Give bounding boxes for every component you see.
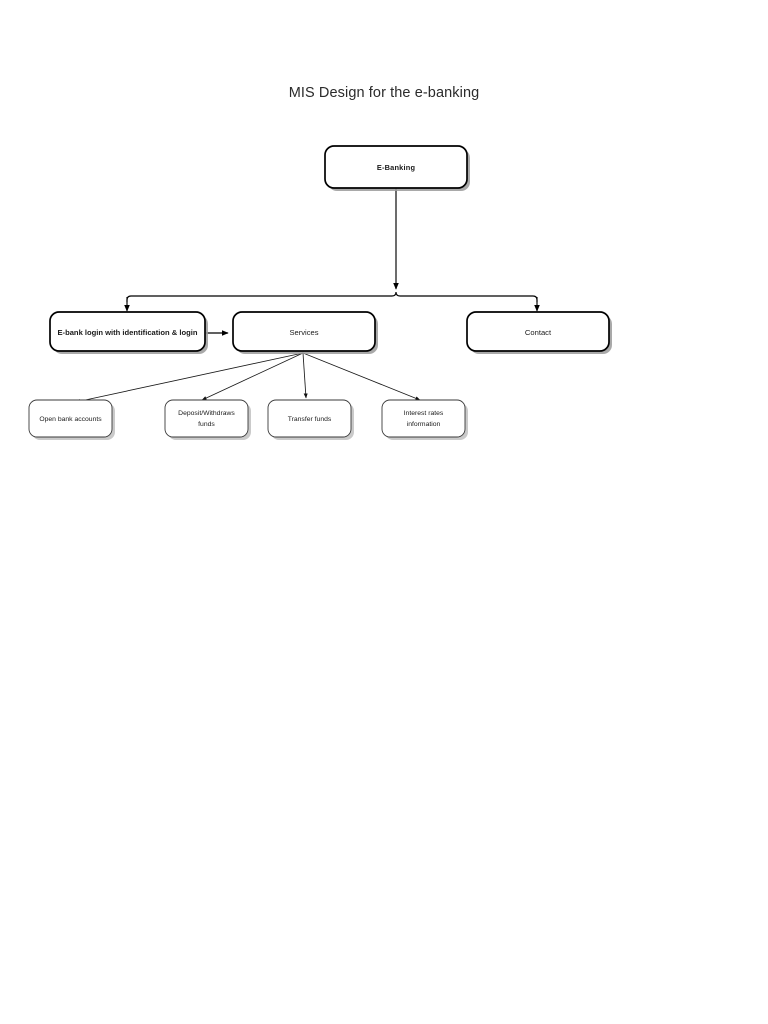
node-box — [381, 399, 466, 438]
node-e-banking[interactable]: E-Banking — [324, 145, 470, 191]
node-label-services: Services — [289, 328, 318, 337]
connector-services-to-open-accounts — [75, 352, 304, 404]
node-box — [324, 145, 468, 189]
connector-services-to-transfer — [302, 352, 308, 399]
node-label-e-banking: E-Banking — [377, 163, 416, 172]
node-services[interactable]: Services — [232, 311, 378, 354]
node-box — [267, 399, 352, 438]
node-box — [164, 399, 249, 438]
node-interest-rates[interactable]: Interest rates information — [381, 399, 468, 440]
page-title: MIS Design for the e-banking — [288, 85, 480, 101]
node-label-interest-rates-line2: information — [407, 421, 441, 428]
node-label-transfer: Transfer funds — [288, 416, 332, 423]
node-open-accounts[interactable]: Open bank accounts — [28, 399, 115, 440]
connector-group-services-to-level3 — [75, 352, 421, 404]
connector-services-to-interest-rates — [302, 352, 421, 401]
node-label-deposit-withdraw-line2: funds — [198, 421, 215, 428]
node-label-contact: Contact — [525, 328, 552, 337]
connector-bus-line — [126, 291, 538, 302]
node-label-deposit-withdraw-line1: Deposit/Withdraws — [178, 410, 235, 417]
node-box — [232, 311, 376, 352]
connector-group-level1-to-level2 — [124, 188, 540, 312]
node-label-login: E-bank login with identification & login — [57, 328, 197, 337]
node-label-interest-rates-line1: Interest rates — [404, 410, 444, 417]
node-box — [466, 311, 610, 352]
node-box — [28, 399, 113, 438]
node-box — [49, 311, 206, 352]
node-transfer[interactable]: Transfer funds — [267, 399, 354, 440]
node-label-open-accounts: Open bank accounts — [39, 416, 102, 423]
node-login[interactable]: E-bank login with identification & login — [49, 311, 208, 354]
connector-services-to-deposit-withdraw — [201, 352, 304, 401]
node-deposit-withdraw[interactable]: Deposit/Withdraws funds — [164, 399, 251, 440]
node-contact[interactable]: Contact — [466, 311, 612, 354]
